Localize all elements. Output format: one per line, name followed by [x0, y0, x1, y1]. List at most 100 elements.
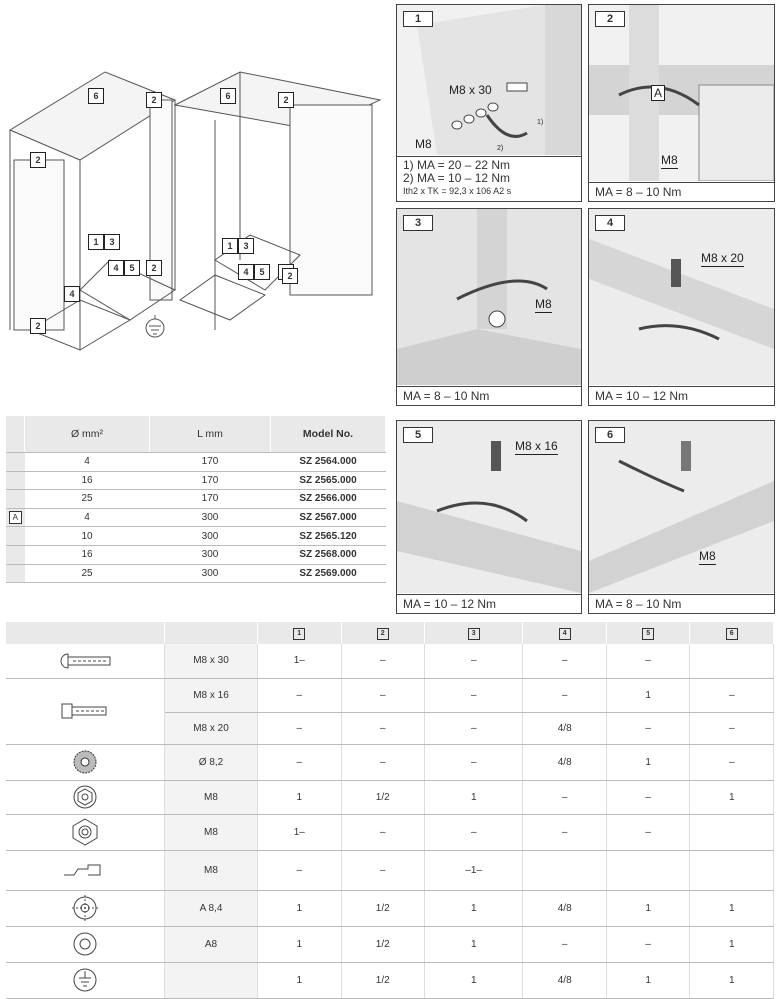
- size-cell: M8: [164, 814, 258, 851]
- callout-3: 3: [238, 238, 254, 254]
- note-marker-1: 1): [537, 119, 544, 126]
- callout-2: 2: [282, 268, 298, 284]
- qty-cell: –: [257, 678, 342, 713]
- qty-cell: 1: [424, 962, 524, 999]
- header-col-2: 2: [341, 622, 425, 644]
- qty-cell: 4/8: [522, 712, 607, 745]
- detail-panel-1: 1 M8 x 30 M8 1) 2) 1) MA = 20 – 22 Nm 2)…: [396, 4, 582, 202]
- qty-cell: 1: [689, 962, 774, 999]
- panel-number: 4: [595, 215, 625, 231]
- header-length: L mm: [149, 416, 271, 453]
- header-size: [164, 622, 258, 644]
- group-cell: [6, 526, 25, 546]
- qty-cell: 1: [424, 926, 524, 963]
- qty-cell: –: [606, 644, 691, 679]
- length-cell: 170: [149, 489, 271, 509]
- qty-cell: –: [522, 678, 607, 713]
- qty-cell: 1: [257, 890, 342, 927]
- diameter-cell: 16: [24, 471, 150, 491]
- model-cell: SZ 2564.000: [270, 452, 386, 472]
- length-cell: 300: [149, 508, 271, 528]
- qty-cell: 1: [424, 890, 524, 927]
- note-2: 2) MA = 10 – 12 Nm: [403, 171, 511, 185]
- torque-caption: MA = 8 – 10 Nm: [589, 182, 774, 201]
- qty-cell: –: [257, 850, 342, 891]
- callout-4: 4: [108, 260, 124, 276]
- qty-cell: 1: [606, 678, 691, 713]
- group-cell: [6, 471, 25, 491]
- group-cell: [6, 564, 25, 584]
- qty-cell: 1: [257, 926, 342, 963]
- group-cell: [6, 452, 25, 472]
- qty-cell: –: [257, 744, 342, 781]
- callout-4: 4: [64, 286, 80, 302]
- qty-cell: 1–: [257, 644, 342, 679]
- header-col-4: 4: [522, 622, 607, 644]
- detail-panel-6: 6 M8 MA = 8 – 10 Nm: [588, 420, 775, 614]
- length-cell: 170: [149, 471, 271, 491]
- size-cell: A 8,4: [164, 890, 258, 927]
- qty-cell: –: [341, 678, 425, 713]
- callout-5: 5: [254, 264, 270, 280]
- model-cell: SZ 2565.120: [270, 526, 386, 546]
- qty-cell: –: [689, 678, 774, 713]
- table-row: M8 x 16––––1–: [6, 678, 774, 745]
- detail-panel-2: 2 A M8 MA = 8 – 10 Nm: [588, 4, 775, 202]
- qty-cell: 1–: [257, 814, 342, 851]
- qty-cell: –: [424, 744, 524, 781]
- detail-panel-5: 5 M8 x 16 MA = 10 – 12 Nm: [396, 420, 582, 614]
- callout-6: 6: [220, 88, 236, 104]
- qty-cell: 1/2: [341, 780, 425, 815]
- qty-cell: [689, 814, 774, 851]
- qty-cell: 1: [606, 744, 691, 781]
- model-cell: SZ 2566.000: [270, 489, 386, 509]
- qty-cell: –: [606, 926, 691, 963]
- qty-cell: [606, 850, 691, 891]
- earth-symbol-icon: [6, 962, 165, 999]
- qty-cell: –: [341, 744, 425, 781]
- qty-cell: –: [424, 678, 524, 713]
- callout-3: 3: [104, 234, 120, 250]
- bolt-label: M8 x 20: [701, 251, 744, 267]
- qty-cell: –: [522, 926, 607, 963]
- qty-cell: –1–: [424, 850, 524, 891]
- size-cell: [164, 962, 258, 999]
- qty-cell: [689, 644, 774, 679]
- length-cell: 170: [149, 452, 271, 472]
- qty-cell: –: [522, 644, 607, 679]
- qty-cell: 1: [689, 926, 774, 963]
- panel-number: 1: [403, 11, 433, 27]
- qty-cell: –: [424, 644, 524, 679]
- callout-2: 2: [30, 318, 46, 334]
- qty-cell: –: [341, 712, 425, 745]
- bolt-label: M8 x 16: [515, 439, 558, 455]
- size-cell: M8 x 30: [164, 644, 258, 679]
- qty-cell: –: [606, 780, 691, 815]
- callout-2: 2: [146, 92, 162, 108]
- header-icon: [6, 622, 165, 644]
- header-model: Model No.: [270, 416, 386, 453]
- callout-2: 2: [146, 260, 162, 276]
- model-cell: SZ 2567.000: [270, 508, 386, 528]
- group-cell: A: [6, 508, 25, 528]
- nut-label: M8: [535, 297, 552, 313]
- panel-number: 6: [595, 427, 625, 443]
- diameter-cell: 10: [24, 526, 150, 546]
- size-cell: M8 x 20: [164, 712, 258, 745]
- torque-notes: 1) MA = 20 – 22 Nm 2) MA = 10 – 12 Nm It…: [397, 156, 581, 201]
- qty-cell: 4/8: [522, 890, 607, 927]
- bolt-label: M8 x 30: [449, 83, 492, 97]
- panel-number: 3: [403, 215, 433, 231]
- group-cell: [6, 545, 25, 565]
- table-row: M8 x 20–––4/8––: [6, 712, 774, 745]
- header-col-1: 1: [257, 622, 342, 644]
- serrated-washer-icon: [6, 744, 165, 781]
- qty-cell: –: [341, 850, 425, 891]
- length-cell: 300: [149, 526, 271, 546]
